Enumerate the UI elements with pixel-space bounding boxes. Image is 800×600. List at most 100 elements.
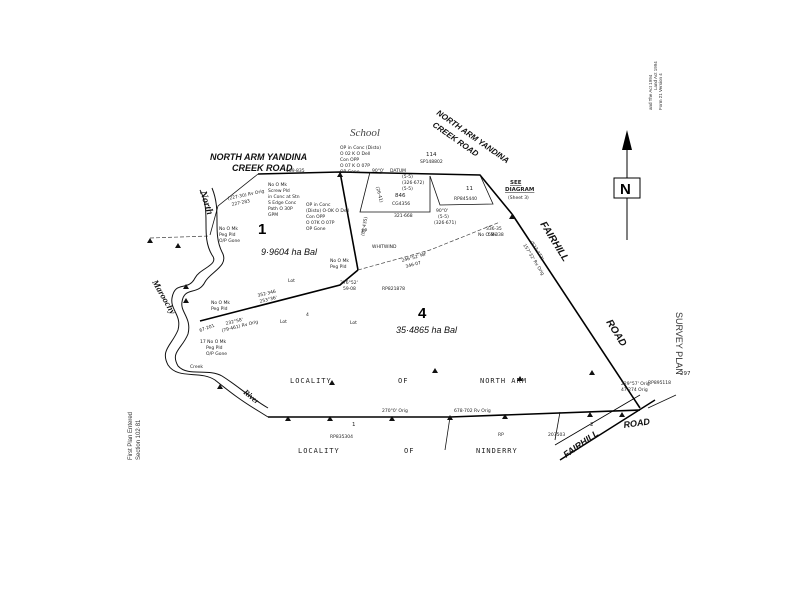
- lot1-area: 9·9604 ha Bal: [261, 247, 318, 257]
- north-arrow: N: [613, 130, 641, 240]
- svg-text:N: N: [620, 181, 631, 198]
- survey-plan-label: SURVEY PLAN: [674, 312, 684, 375]
- no-mark-screw-1: No O Mk: [268, 182, 287, 188]
- no-mark-peg-1b: Peg Pld: [219, 232, 236, 238]
- rp-label: RP: [498, 432, 504, 438]
- north-road-distance: 109·835: [286, 168, 305, 174]
- dist-55: (5-5): [438, 214, 449, 220]
- dist-246b: 346·07: [405, 260, 422, 270]
- lot-label-a: Lot: [288, 278, 295, 284]
- dist-336: 336·35: [486, 226, 502, 232]
- first-plan-2: Section 102·81: [136, 419, 142, 460]
- rp821878-label: RP821878: [382, 286, 405, 292]
- op-conc-1: OP in Conc (Disto): [340, 145, 381, 151]
- see-diagram-2: DIAGRAM: [505, 187, 534, 193]
- no-mark-screw-3: in Conc at Stn: [268, 194, 300, 200]
- maroochy-river: [164, 189, 269, 418]
- corner-text-1: and The Act 1994: [648, 74, 653, 110]
- no-mark-17: 17 No O Mk: [200, 339, 227, 345]
- dist-352: 352·346: [257, 289, 277, 299]
- left-dashed-line: [149, 235, 211, 239]
- no-mark-peg-3b: Peg Pld: [211, 306, 228, 312]
- lot846-boundary: [359, 171, 431, 213]
- lot2-number: 2: [590, 422, 594, 428]
- south-lot-divider-2: [554, 411, 561, 441]
- river-creek-label: Creek: [190, 364, 203, 370]
- lot846-plan: CG4356: [392, 201, 410, 207]
- bearing-left: (89·435): [360, 216, 369, 236]
- dist-229b: 47·274 Orig: [621, 387, 648, 393]
- no-mark-peg-1: No O Mk: [219, 226, 238, 232]
- river-north-label: North: [197, 189, 215, 217]
- lot11-plan: RP845440: [454, 196, 477, 202]
- no-mark-17c: O/P Gone: [206, 351, 227, 357]
- op-conc2-2: (Disto) O·OK O Dell: [306, 208, 349, 214]
- op-conc-5: OP Gone: [340, 169, 360, 175]
- corner-text-2: Land Act 1994: [653, 61, 658, 90]
- fairhill-lower-edge-1: [559, 399, 656, 461]
- lp-label: LP: [362, 228, 368, 234]
- locality-south-2: OF: [404, 447, 414, 455]
- dist-90: 90°0': [436, 208, 448, 214]
- bearing-270: 270°0' Orig: [382, 408, 408, 414]
- locality-south-1: LOCALITY: [298, 447, 340, 455]
- river-river-label: River: [241, 387, 262, 407]
- bearing-b: (326·672): [402, 180, 424, 186]
- lot-label-b: Lot: [280, 319, 287, 325]
- road-lower-label: ROAD: [623, 416, 651, 430]
- op-conc2-3: Con OPP: [306, 214, 325, 220]
- dist-321: 321·668: [394, 213, 413, 219]
- lot1-number: 1: [258, 221, 266, 238]
- dist-229: 229°57' Orig: [621, 381, 650, 387]
- no-mark-peg-3: No O Mk: [211, 300, 230, 306]
- dist-678: 678·702 Rv Orig: [454, 408, 491, 414]
- bearing-c: (5-5): [402, 186, 413, 192]
- school-annotation: School: [350, 127, 380, 139]
- dist-276: 276°52': [340, 280, 358, 286]
- datum-label: DATUM: [390, 168, 406, 174]
- no-mark-screw-2: Screw Pld: [268, 188, 290, 194]
- lot11-boundary: [429, 174, 494, 206]
- lot2-plan: 207503: [548, 432, 565, 438]
- corner-text-3: Form 21 Version 4: [658, 73, 663, 110]
- lot1-south-number: 1: [352, 422, 356, 428]
- survey-edge-line: [647, 394, 677, 409]
- no-mark-screw-6: GPM: [268, 212, 278, 218]
- op-conc-4: O 07 K O 07P: [340, 163, 370, 169]
- dist-326: (326·671): [434, 220, 456, 226]
- see-diagram-1: SEE: [510, 180, 522, 186]
- no-mark-13: No O Mk: [478, 232, 497, 238]
- fairhill-lower-label: FAIRHILL: [561, 428, 600, 459]
- dist-232: 232°58': [225, 317, 244, 327]
- north-road-boundary: [257, 171, 513, 215]
- whitwind-label: WHITWIND: [372, 244, 397, 250]
- locality-north-1: LOCALITY: [290, 377, 332, 385]
- locality-north-2: OF: [398, 377, 408, 385]
- dist-336b: 53·338: [488, 232, 504, 238]
- fairhill-lower-edge-2: [554, 394, 641, 446]
- maroochy-river-bank: [174, 187, 269, 409]
- dist-352b: 253°36': [259, 295, 278, 305]
- no-mark-peg-2: No O Mk: [330, 258, 349, 264]
- no-mark-peg-1c: O/P Gone: [219, 238, 240, 244]
- dist-67: 67·201: [199, 323, 216, 334]
- lot-label-d: Lot: [350, 320, 357, 326]
- no-mark-peg-2b: Peg Pld: [330, 264, 347, 270]
- locality-south-3: NINDERRY: [476, 447, 518, 455]
- dist-276b: 59·08: [343, 286, 356, 292]
- lot4-area: 35·4865 ha Bal: [396, 325, 458, 335]
- north-arm-road-label-2: CREEK ROAD: [232, 163, 293, 173]
- north-arm-road-label-1: NORTH ARM YANDINA: [210, 152, 307, 162]
- locality-north-3: NORTH ARM: [480, 377, 527, 385]
- lot114-number: 114: [426, 152, 437, 158]
- first-plan-1: First Plan Entered: [128, 412, 134, 460]
- lot-label-c: 4: [306, 312, 309, 318]
- survey-marks: [147, 172, 625, 421]
- easement-line: [357, 221, 501, 271]
- rp-895: RP895118: [648, 380, 671, 386]
- lot846-number: 846: [395, 193, 406, 199]
- lot11-number: 11: [466, 186, 473, 192]
- fairhill-road-boundary: [511, 213, 641, 409]
- op-conc-3: Con OPP: [340, 157, 359, 163]
